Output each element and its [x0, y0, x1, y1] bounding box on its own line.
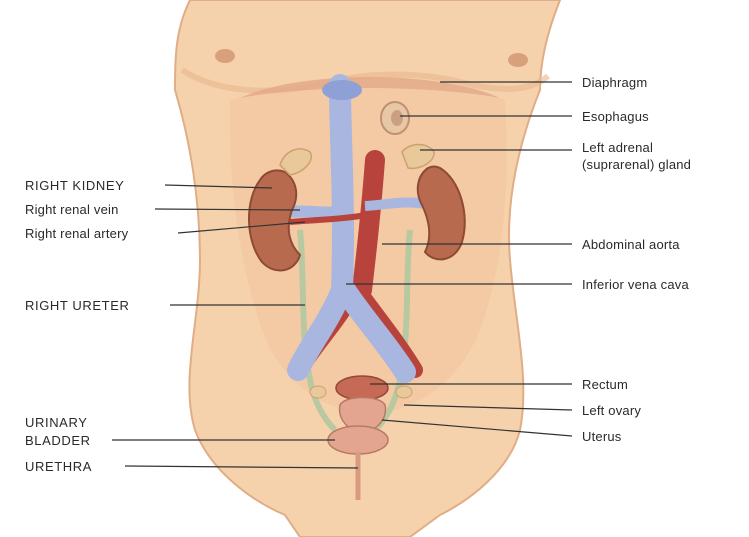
ivc-top: [322, 80, 362, 100]
rectum-organ: [336, 376, 388, 400]
label-right-ureter: RIGHT URETER: [25, 298, 129, 313]
label-urinary-bladder-line2: BLADDER: [25, 433, 91, 448]
left-nipple: [508, 53, 528, 67]
label-left-adrenal-line1: Left adrenal: [582, 140, 653, 155]
label-inferior-vena-cava: Inferior vena cava: [582, 277, 689, 292]
right-ovary: [310, 386, 326, 398]
left-ovary-organ: [396, 386, 412, 398]
label-right-renal-vein: Right renal vein: [25, 202, 119, 217]
label-esophagus: Esophagus: [582, 109, 649, 124]
label-uterus: Uterus: [582, 429, 622, 444]
right-renal-vessels: [285, 211, 340, 212]
label-abdominal-aorta: Abdominal aorta: [582, 237, 680, 252]
bladder-organ: [328, 426, 388, 454]
label-right-kidney: RIGHT KIDNEY: [25, 178, 124, 193]
left-renal-vessels: [365, 202, 425, 206]
label-diaphragm: Diaphragm: [582, 75, 647, 90]
label-right-renal-artery: Right renal artery: [25, 226, 128, 241]
label-left-ovary: Left ovary: [582, 403, 641, 418]
label-left-adrenal-line2: (suprarenal) gland: [582, 157, 691, 172]
label-urethra: URETHRA: [25, 459, 92, 474]
esophagus-lumen: [391, 110, 403, 126]
abdominal-aorta-vessel: [362, 160, 375, 290]
right-nipple: [215, 49, 235, 63]
label-urinary-bladder-line1: URINARY: [25, 415, 87, 430]
label-rectum: Rectum: [582, 377, 628, 392]
